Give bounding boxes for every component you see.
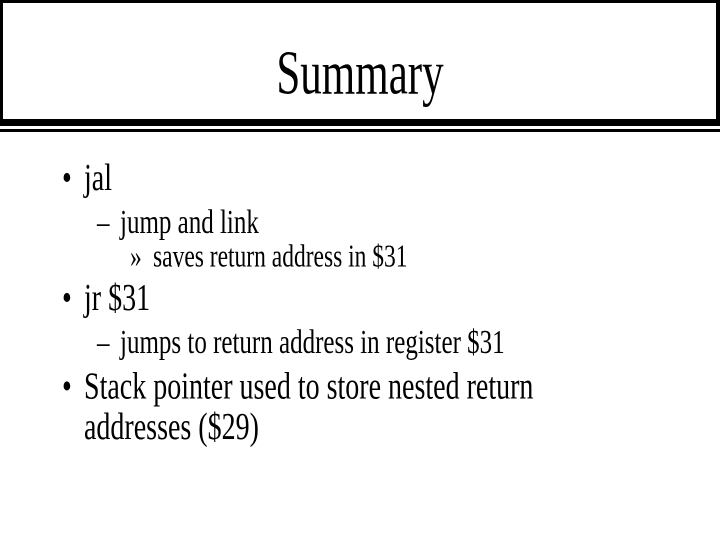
sub-item-jumps-to-return-address: – jumps to return address in register $3… bbox=[97, 324, 505, 365]
bullet-dot-icon: • bbox=[62, 277, 72, 320]
bullet-text: jr $31 bbox=[84, 277, 151, 320]
bullet-text: jal bbox=[84, 157, 112, 200]
bullet-dot-icon: • bbox=[62, 365, 72, 408]
bullet-item-jr-31: • jr $31 bbox=[62, 276, 150, 322]
bullet-item-jal: • jal bbox=[62, 156, 112, 202]
subsub-item-saves-return-address: » saves return address in $31 bbox=[130, 238, 408, 276]
sub-item-text: jump and link bbox=[120, 204, 259, 242]
dash-marker-icon: – bbox=[97, 324, 110, 362]
sub-item-jump-and-link: – jump and link bbox=[97, 204, 259, 245]
slide-title: Summary bbox=[276, 39, 444, 109]
guillemet-marker-icon: » bbox=[130, 239, 142, 275]
subsub-item-text: saves return address in $31 bbox=[153, 239, 408, 275]
bullet-text: Stack pointer used to store nested retur… bbox=[84, 365, 534, 448]
bullet-dot-icon: • bbox=[62, 157, 72, 200]
sub-item-text: jumps to return address in register $31 bbox=[120, 324, 505, 362]
dash-marker-icon: – bbox=[97, 204, 110, 242]
title-divider-rule bbox=[0, 129, 720, 132]
title-box bbox=[0, 0, 720, 126]
bullet-item-stack-pointer: • Stack pointer used to store nested ret… bbox=[62, 367, 574, 447]
